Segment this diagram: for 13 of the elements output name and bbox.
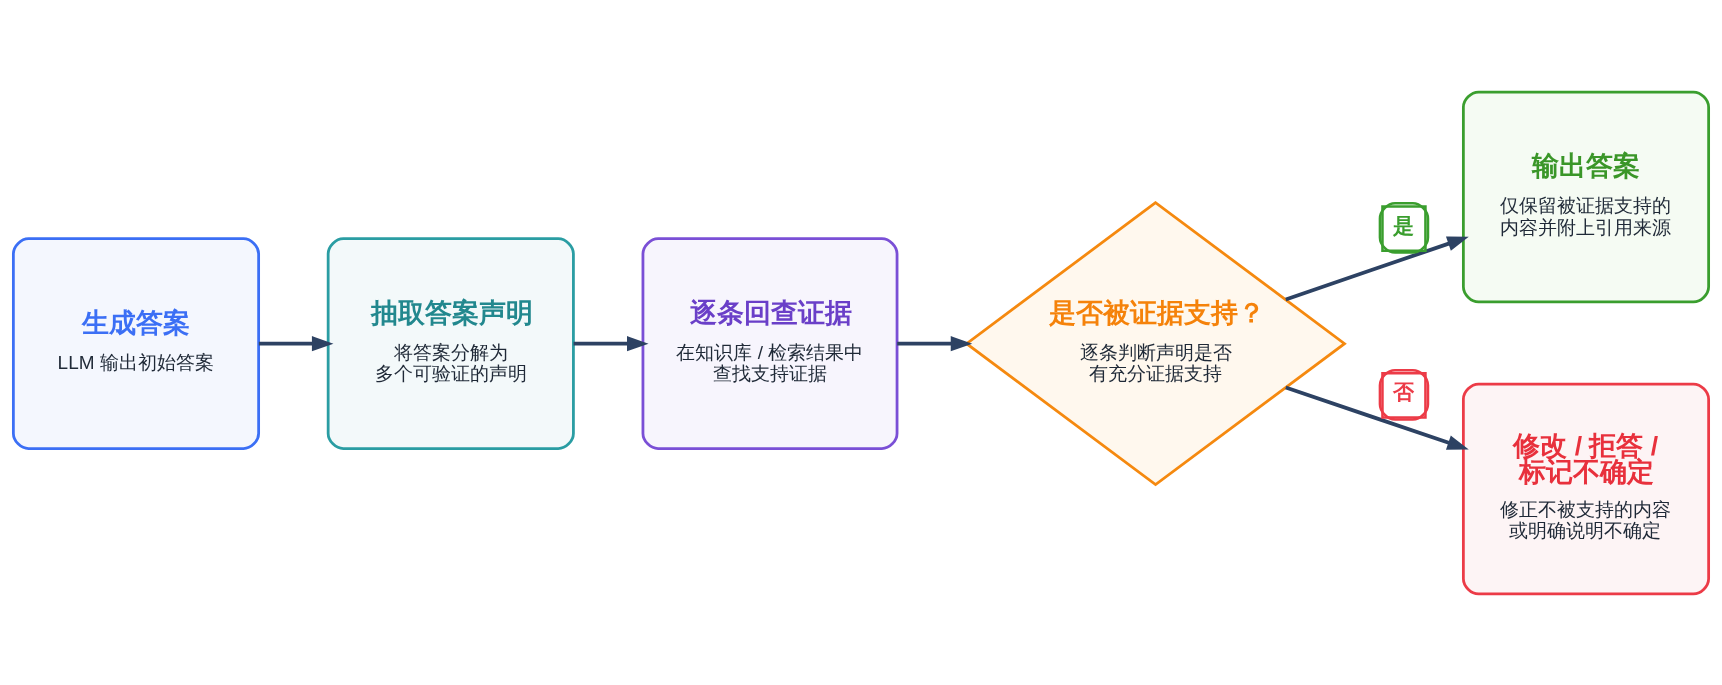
node-box: 生成答案 LLM 输出初始答案 <box>11 236 260 450</box>
node-diamond: 是否被证据支持？ 逐条判断声明是否有充分证据支持 <box>964 200 1347 486</box>
edge-label: 否 <box>1392 379 1414 404</box>
node-box: 修改 / 拒答 / 标记不确定 修正不被支持的内容或明确说明不确定 <box>1461 382 1711 595</box>
arrow <box>258 335 334 351</box>
node-box: 输出答案 仅保留被证据支持的内容并附上引用来源 <box>1461 90 1711 303</box>
edge-label: 是 <box>1392 213 1414 238</box>
arrow <box>1285 385 1469 450</box>
node-box: 抽取答案声明 将答案分解为多个可验证的声明 <box>326 236 575 450</box>
arrow <box>573 335 649 351</box>
arrow <box>1285 236 1469 301</box>
arrow <box>897 335 973 351</box>
node-box: 逐条回查证据 在知识库 / 检索结果中查找支持证据 <box>641 236 899 450</box>
